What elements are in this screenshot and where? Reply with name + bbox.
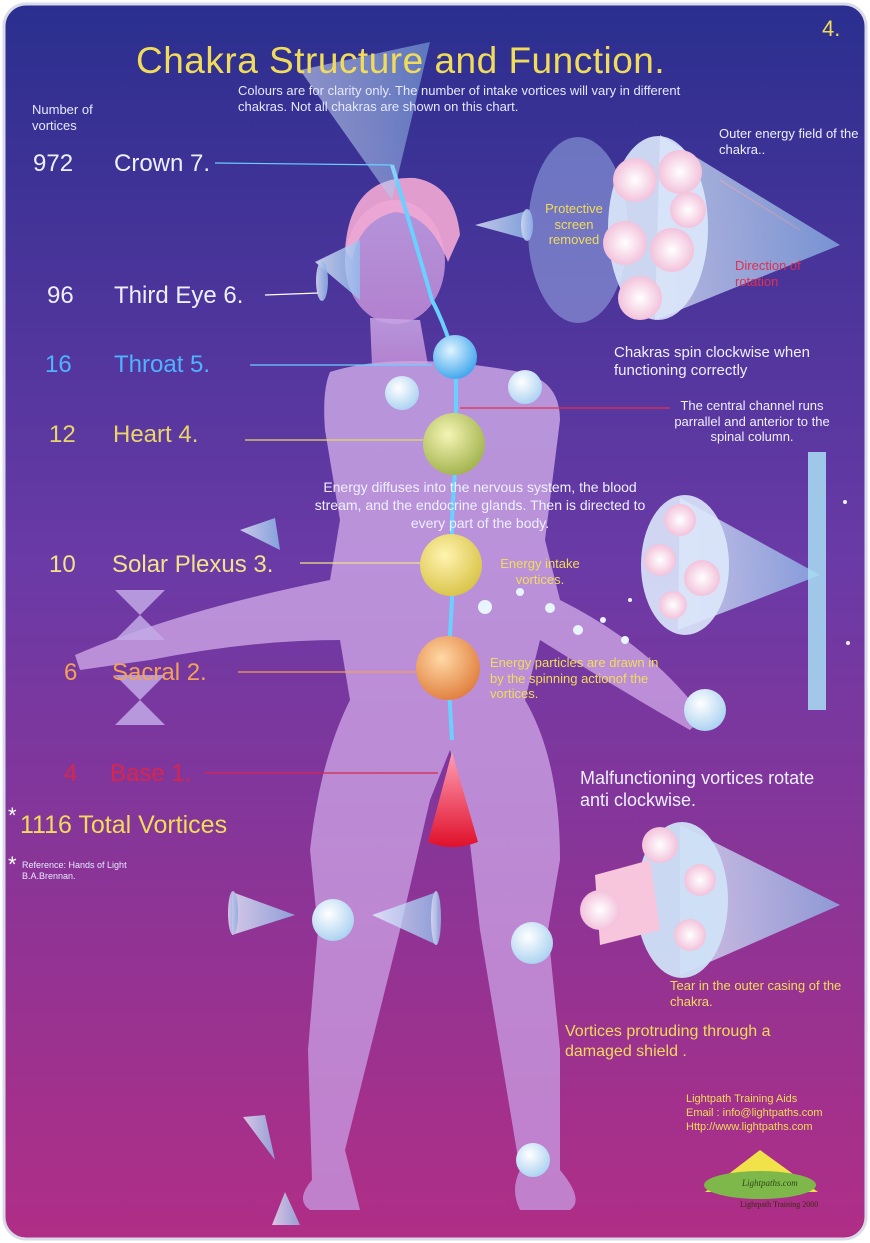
base-count: 4 [64,760,78,787]
footer-contact: Lightpath Training Aids Email : info@lig… [686,1093,866,1134]
hand-node-right [684,689,726,731]
reference-note: Reference: Hands of Light B.A.Brennan. [22,860,127,881]
vortices-column-header: Number of vortices [32,102,93,133]
throat-label: Throat 5. [114,351,211,378]
asterisk-icon: * [8,803,17,828]
asterisk-icon: * [8,852,17,877]
energy-particles-note: Energy particles are drawn in by the spi… [490,655,659,702]
logo-caption: Lightpath Training 2000 [740,1200,819,1209]
human-figure [75,200,700,1210]
crown-cone [300,42,430,200]
central-channel [390,164,458,741]
spin-clockwise-note: Chakras spin clockwise when functioning … [614,344,810,379]
total-vortices: 1116 Total Vortices [20,811,228,839]
throat-count: 16 [45,351,72,378]
minor-vortex-cones [228,209,533,1225]
footer-email: Email : info@lightpaths.com [686,1106,823,1119]
footer-company: Lightpath Training Aids [686,1093,798,1105]
base-label: Base 1. [110,760,192,787]
knee-node-right [511,922,553,964]
base-chakra-cone [428,752,478,847]
solar-plexus-label: Solar Plexus 3. [112,551,274,578]
heart-label: Heart 4. [113,421,199,448]
foot-node-right [516,1143,550,1177]
footer-web: Http://www.lightpaths.com [686,1120,813,1133]
sacral-label: Sacral 2. [112,659,207,686]
malfunction-chakra-diagram [580,822,840,978]
sacral-chakra-sphere [416,636,480,700]
sacral-count: 6 [64,659,78,686]
poster-title: Chakra Structure and Function. [136,40,666,81]
outer-field-note: Outer energy field of the chakra.. [719,126,859,157]
energy-diffuses-note: Energy diffuses into the nervous system,… [314,479,646,532]
rotation-direction-note: Direction of rotation [735,258,801,289]
central-channel-note: The central channel runs parrallel and a… [674,398,830,445]
hair [345,177,460,262]
logo-text: Lightpaths.com [742,1178,798,1188]
page-number: 4. [822,16,841,41]
hourglass-shapes [115,590,165,725]
throat-chakra-sphere [433,335,477,379]
third-eye-count: 96 [47,282,74,309]
protruding-note: Vortices protruding through a damaged sh… [565,1023,771,1060]
energy-particles [478,500,850,645]
healthy-chakra-diagram [528,135,840,323]
shoulder-node-left [385,376,419,410]
crown-label: Crown 7. [114,150,211,177]
heart-chakra-sphere [423,413,485,475]
solar-plexus-chakra-sphere [420,534,482,596]
heart-count: 12 [49,421,76,448]
crown-count: 972 [33,150,74,177]
intro-note: Colours are for clarity only. The number… [238,83,681,114]
energy-intake-note: Energy intake vortices. [500,556,580,587]
third-eye-label: Third Eye 6. [114,282,244,309]
lightpaths-logo-shape [704,1150,818,1199]
tear-note: Tear in the outer casing of the chakra. [670,978,842,1009]
shoulder-node-right [508,370,542,404]
knee-node-left [312,899,354,941]
protective-screen-note: Protective screen removed [545,201,603,248]
malfunction-note: Malfunctioning vortices rotate anti cloc… [580,768,815,810]
intake-chakra-diagram [641,452,826,710]
solar-plexus-count: 10 [49,551,76,578]
